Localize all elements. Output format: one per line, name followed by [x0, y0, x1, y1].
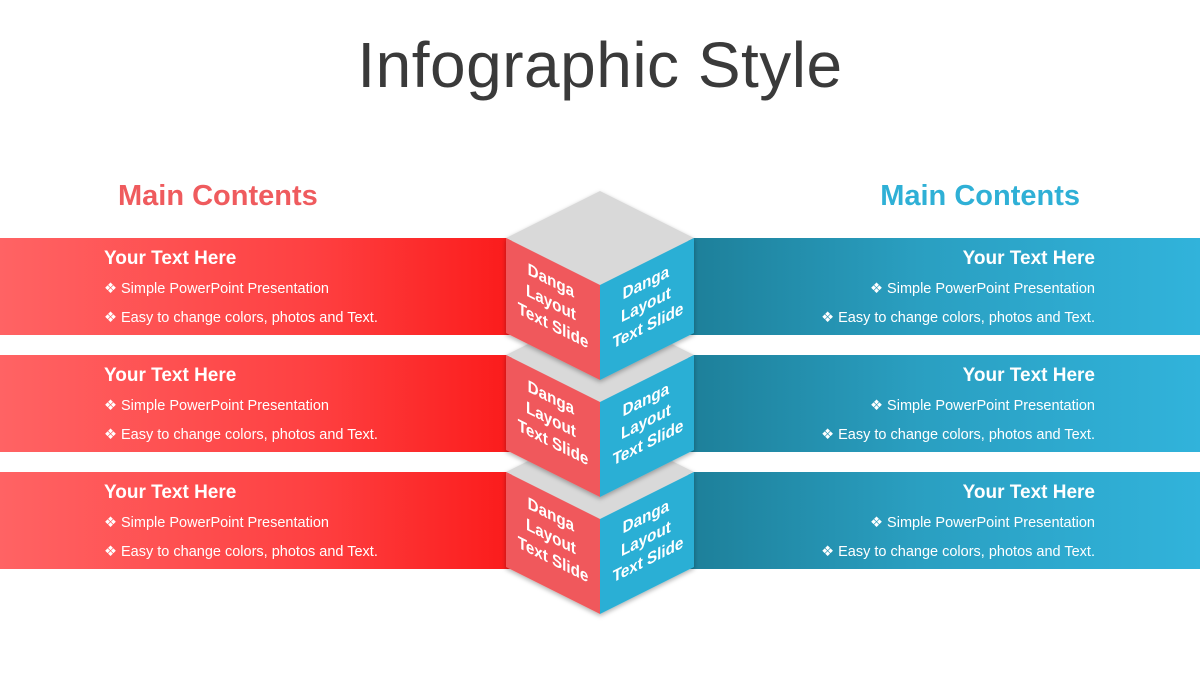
right-band-title: Your Text Here [962, 365, 1095, 386]
right-band-bullet-2: ❖Easy to change colors, photos and Text. [821, 427, 1095, 443]
cube-1: Danga Layout Text Slide Danga Layout Tex… [506, 191, 694, 380]
diamond-bullet-icon: ❖ [821, 427, 835, 443]
diamond-bullet-icon: ❖ [870, 515, 884, 531]
cube-right-face [600, 472, 694, 614]
left-band-title: Your Text Here [104, 248, 237, 269]
right-band-bullet-1: ❖Simple PowerPoint Presentation [870, 281, 1095, 297]
left-band-title: Your Text Here [104, 482, 237, 503]
left-band-title: Your Text Here [104, 365, 237, 386]
left-band-bullet-2: ❖Easy to change colors, photos and Text. [104, 310, 378, 326]
cube-left-face [506, 472, 600, 614]
right-band-bullet-1: ❖Simple PowerPoint Presentation [870, 398, 1095, 414]
right-band-title: Your Text Here [962, 248, 1095, 269]
left-band-bullet-2: ❖Easy to change colors, photos and Text. [104, 544, 378, 560]
left-band-bullet-1: ❖Simple PowerPoint Presentation [104, 398, 329, 414]
diamond-bullet-icon: ❖ [104, 398, 117, 414]
diamond-bullet-icon: ❖ [870, 398, 884, 414]
diamond-bullet-icon: ❖ [104, 544, 117, 560]
right-band-bullet-1: ❖Simple PowerPoint Presentation [870, 515, 1095, 531]
left-band-bullet-1: ❖Simple PowerPoint Presentation [104, 515, 329, 531]
diamond-bullet-icon: ❖ [104, 281, 117, 297]
cube-right-face [600, 355, 694, 497]
right-band-1: Your Text Here ❖Simple PowerPoint Presen… [688, 238, 1200, 335]
diamond-bullet-icon: ❖ [104, 310, 117, 326]
diamond-bullet-icon: ❖ [104, 427, 117, 443]
cube-left-face [506, 355, 600, 497]
right-band-bullet-2: ❖Easy to change colors, photos and Text. [821, 544, 1095, 560]
right-band-bullet-2: ❖Easy to change colors, photos and Text. [821, 310, 1095, 326]
right-band-3: Your Text Here ❖Simple PowerPoint Presen… [688, 472, 1200, 569]
left-band-bullet-1: ❖Simple PowerPoint Presentation [104, 281, 329, 297]
diamond-bullet-icon: ❖ [870, 281, 884, 297]
diamond-bullet-icon: ❖ [821, 310, 835, 326]
diamond-bullet-icon: ❖ [104, 515, 117, 531]
left-band-2: Your Text Here ❖Simple PowerPoint Presen… [0, 355, 512, 452]
right-heading: Main Contents [880, 180, 1080, 212]
left-band-3: Your Text Here ❖Simple PowerPoint Presen… [0, 472, 512, 569]
left-band-1: Your Text Here ❖Simple PowerPoint Presen… [0, 238, 512, 335]
slide-title: Infographic Style [357, 29, 843, 101]
cube-left-face [506, 238, 600, 380]
right-band-2: Your Text Here ❖Simple PowerPoint Presen… [688, 355, 1200, 452]
cube-right-face [600, 238, 694, 380]
right-band-title: Your Text Here [962, 482, 1095, 503]
diamond-bullet-icon: ❖ [821, 544, 835, 560]
left-band-bullet-2: ❖Easy to change colors, photos and Text. [104, 427, 378, 443]
left-heading: Main Contents [118, 180, 318, 212]
